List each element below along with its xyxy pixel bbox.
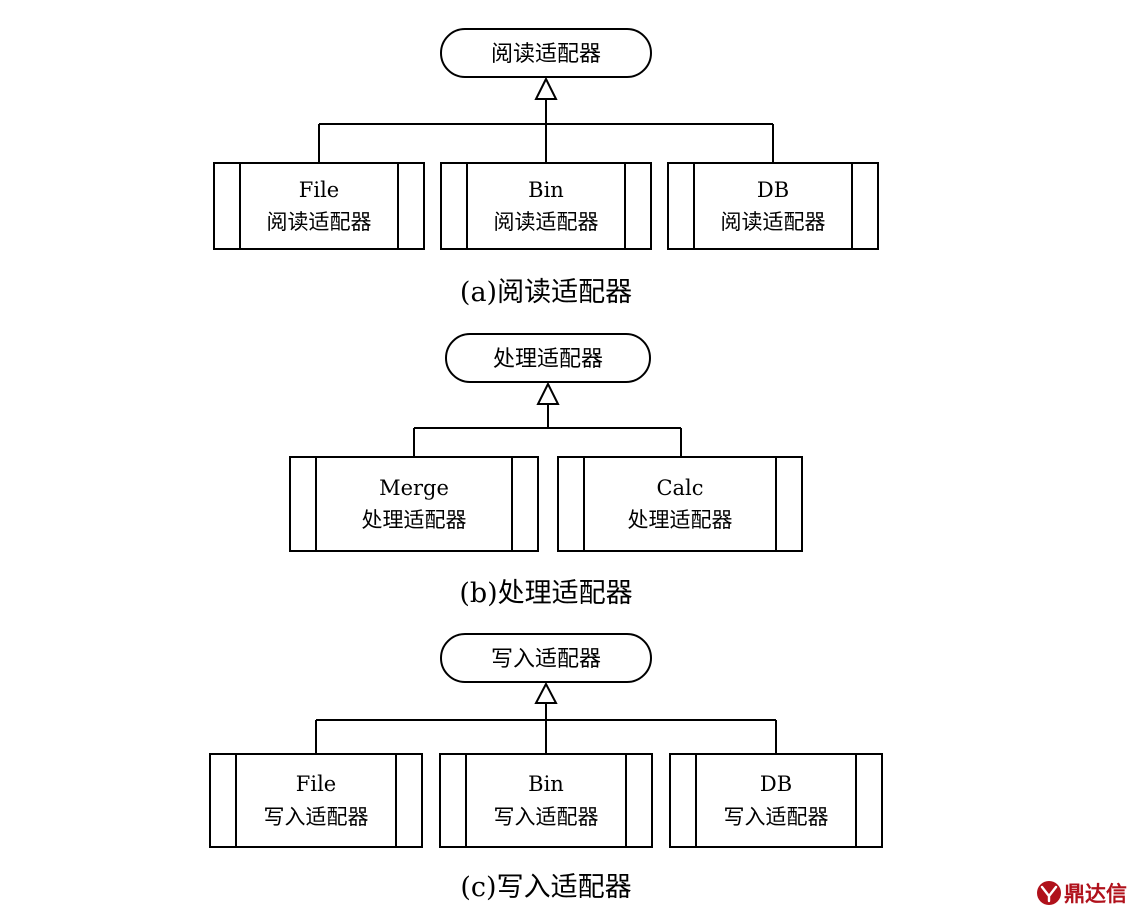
subclass-name: Calc — [656, 476, 703, 500]
subclass-box: File 阅读适配器 — [213, 162, 425, 250]
subclass-name: Bin — [528, 178, 564, 202]
subclass-box: Bin 写入适配器 — [439, 753, 653, 848]
panel-reader: 阅读适配器 File 阅读适配器 Bin 阅读适配器 DB 阅读适配器 (a) — [213, 28, 879, 308]
subclass-box: Merge 处理适配器 — [289, 456, 539, 552]
subclass-box: Calc 处理适配器 — [557, 456, 803, 552]
base-class-label: 写入适配器 — [491, 647, 601, 672]
subclass-name: File — [296, 772, 336, 796]
panel-writer: 写入适配器 File 写入适配器 Bin 写入适配器 DB 写入适配器 (c) — [209, 633, 883, 903]
subclass-type: 阅读适配器 — [267, 210, 372, 234]
panel-caption: (c)写入适配器 — [460, 872, 631, 903]
subclass-type: 写入适配器 — [264, 805, 369, 829]
subclass-type: 写入适配器 — [494, 805, 599, 829]
watermark-logo: 鼎达信 — [1037, 881, 1127, 906]
subclass-box: Bin 阅读适配器 — [440, 162, 652, 250]
subclass-type: 处理适配器 — [628, 508, 733, 532]
base-class-label: 处理适配器 — [493, 347, 603, 372]
base-class-label: 阅读适配器 — [491, 42, 601, 67]
subclass-type: 阅读适配器 — [494, 210, 599, 234]
subclass-name: DB — [760, 772, 792, 796]
subclass-type: 阅读适配器 — [721, 210, 826, 234]
subclass-box: DB 阅读适配器 — [667, 162, 879, 250]
panel-caption: (a)阅读适配器 — [460, 277, 632, 308]
subclass-name: Bin — [528, 772, 564, 796]
watermark-text: 鼎达信 — [1064, 882, 1127, 906]
inheritance-arrowhead — [534, 681, 558, 704]
subclass-type: 处理适配器 — [362, 508, 467, 532]
subclass-box: File 写入适配器 — [209, 753, 423, 848]
inheritance-arrowhead — [534, 76, 558, 100]
subclass-name: DB — [757, 178, 789, 202]
subclass-box: DB 写入适配器 — [669, 753, 883, 848]
panel-processor: 处理适配器 Merge 处理适配器 Calc 处理适配器 (b)处理适配器 — [289, 333, 803, 609]
subclass-type: 写入适配器 — [724, 805, 829, 829]
subclass-name: Merge — [379, 476, 449, 500]
inheritance-arrowhead — [536, 381, 560, 405]
subclass-name: File — [299, 178, 339, 202]
panel-caption: (b)处理适配器 — [459, 578, 632, 609]
